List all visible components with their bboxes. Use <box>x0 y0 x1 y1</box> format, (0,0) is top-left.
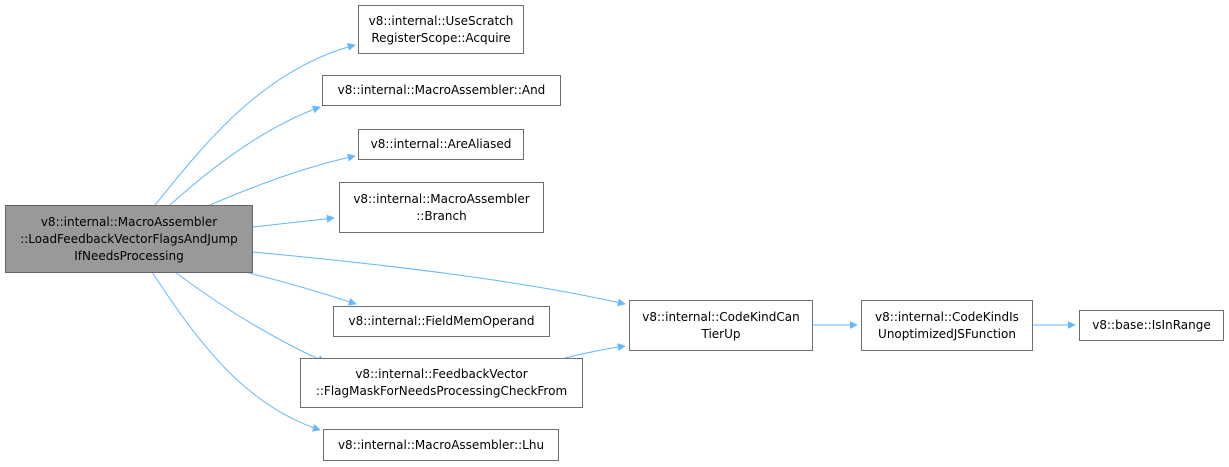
edge-root-codekindcantierup <box>252 251 626 307</box>
edge-root-flagmask <box>174 271 326 363</box>
node-codekindcantierup[interactable]: v8::internal::CodeKindCan TierUp <box>629 300 813 351</box>
node-macroassembler-and[interactable]: v8::internal::MacroAssembler::And <box>322 75 561 106</box>
node-line-2: ::Branch <box>416 208 467 223</box>
node-usescratchregisterscope-acquire[interactable]: v8::internal::UseScratch RegisterScope::… <box>358 5 524 54</box>
node-line-2: RegisterScope::Acquire <box>371 30 511 45</box>
node-line-1: v8::base::IsInRange <box>1092 318 1211 332</box>
edge-root-fieldmemoperand <box>244 271 357 306</box>
node-line-2: UnoptimizedJSFunction <box>878 326 1016 341</box>
node-root-line-2: ::LoadFeedbackVectorFlagsAndJump <box>20 231 238 246</box>
edge-root-lhu <box>151 271 321 432</box>
node-macroassembler-branch[interactable]: v8::internal::MacroAssembler ::Branch <box>339 182 544 233</box>
edge-root-arealiased <box>209 153 356 206</box>
node-line-1: v8::internal::UseScratch <box>368 13 514 28</box>
node-arealiased[interactable]: v8::internal::AreAliased <box>358 129 524 160</box>
edge-root-and <box>169 105 321 206</box>
node-fieldmemoperand[interactable]: v8::internal::FieldMemOperand <box>333 306 550 337</box>
node-line-1: v8::internal::CodeKindCan <box>642 309 800 324</box>
node-line-1: v8::internal::FieldMemOperand <box>348 314 535 328</box>
edge-flagmask-codekindcantierup <box>564 343 626 359</box>
node-line-2: ::FlagMaskForNeedsProcessingCheckFrom <box>315 384 568 398</box>
node-line-1: v8::internal::AreAliased <box>370 137 512 151</box>
node-codekindisunoptimizedjsfunction[interactable]: v8::internal::CodeKindIs UnoptimizedJSFu… <box>861 300 1033 351</box>
node-line-2: TierUp <box>701 326 741 341</box>
node-macroassembler-lhu[interactable]: v8::internal::MacroAssembler::Lhu <box>323 429 559 461</box>
node-line-1: v8::internal::FeedbackVector <box>355 367 528 381</box>
node-root-line-3: IfNeedsProcessing <box>74 248 184 263</box>
node-root-loadfeedbackvectorflagsandjumpifneedsprocessing[interactable]: v8::internal::MacroAssembler ::LoadFeedb… <box>5 205 253 273</box>
node-line-1: v8::internal::MacroAssembler::Lhu <box>337 437 545 452</box>
node-feedbackvector-flagmaskforneedsprocessingcheckfrom[interactable]: v8::internal::FeedbackVector ::FlagMaskF… <box>300 358 583 408</box>
node-root-line-1: v8::internal::MacroAssembler <box>40 214 218 229</box>
node-base-isinrange[interactable]: v8::base::IsInRange <box>1079 310 1224 341</box>
node-line-1: v8::internal::MacroAssembler::And <box>337 83 546 97</box>
node-line-1: v8::internal::MacroAssembler <box>353 191 530 206</box>
edge-root-branch <box>252 214 335 228</box>
edge-root-acquire <box>154 42 356 206</box>
node-line-1: v8::internal::CodeKindIs <box>875 309 1019 324</box>
